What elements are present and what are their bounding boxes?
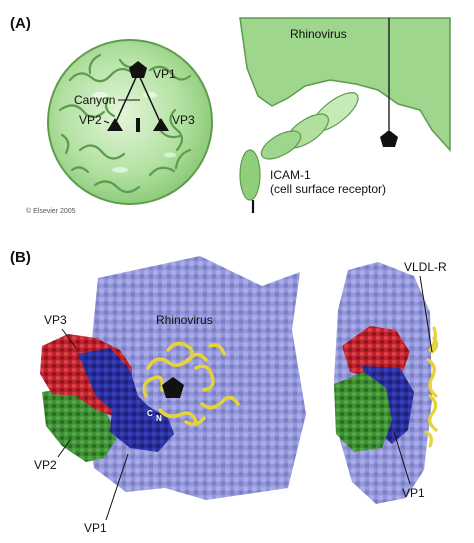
- canyon-label: Canyon: [74, 93, 115, 107]
- asymmetric-unit-outline: [114, 72, 162, 125]
- vp1-label-b: VP1: [84, 521, 107, 535]
- rhinovirus-label-b: Rhinovirus: [156, 313, 213, 327]
- fivefold-axis-icon-b: [162, 377, 184, 398]
- vp3-marker-icon: [153, 118, 169, 131]
- rhinovirus-label-a: Rhinovirus: [290, 27, 347, 41]
- vldlr-ribbon-left: [142, 341, 240, 426]
- receptor-description: (cell surface receptor): [270, 182, 386, 196]
- vp1-pointer-b: [105, 453, 129, 521]
- vp2-pointer-b: [57, 439, 71, 458]
- vp1-region: [78, 348, 174, 452]
- vp2-region-side: [334, 372, 392, 452]
- twofold-axis-icon: [136, 118, 140, 132]
- vp1-pointer-side: [393, 431, 411, 485]
- vp1-label-a: VP1: [153, 67, 176, 81]
- copyright: © Elsevier 2005: [26, 207, 76, 215]
- vp3-label-b: VP3: [44, 313, 67, 327]
- panel-a-label: (A): [10, 15, 31, 32]
- vp2-label-a: VP2: [79, 113, 102, 127]
- pentamer-axis-icon: [129, 61, 147, 78]
- vp2-label-b: VP2: [34, 458, 57, 472]
- vp2-pointer-a: [103, 120, 110, 124]
- vp3-pointer-b: [61, 328, 77, 349]
- rhinovirus-capsid: [47, 39, 213, 205]
- vp1-label-side: VP1: [402, 486, 425, 500]
- panel-b-label: (B): [10, 249, 31, 266]
- vldlr-label: VLDL-R: [404, 260, 447, 274]
- vp3-region-side: [342, 326, 410, 380]
- n-terminus-label: N: [156, 414, 162, 423]
- icam1-label: ICAM-1: [270, 168, 311, 182]
- vldlr-pointer: [419, 275, 433, 353]
- fivefold-axis-icon: [380, 130, 398, 147]
- vp2-marker-icon: [107, 118, 123, 131]
- virus-surface: [239, 17, 451, 152]
- c-terminus-label: C: [147, 409, 153, 418]
- icam1-receptor: [239, 92, 359, 201]
- vp3-label-a: VP3: [172, 113, 195, 127]
